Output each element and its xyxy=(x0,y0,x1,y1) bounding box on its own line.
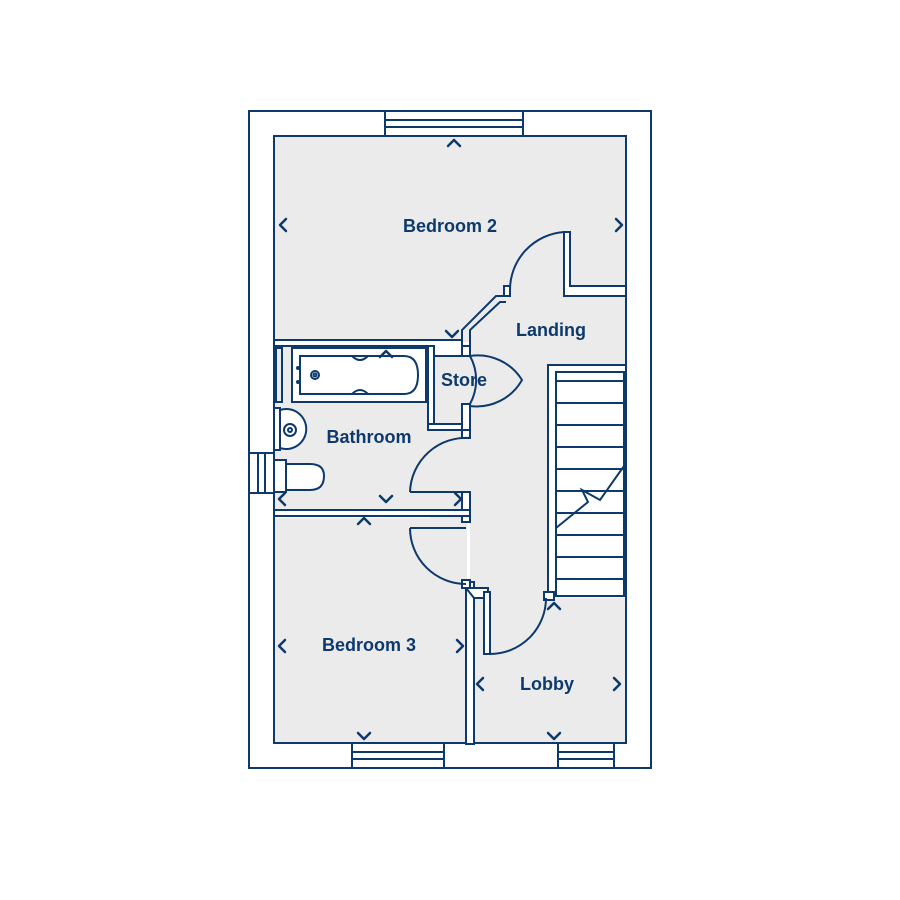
window-icon xyxy=(384,110,524,137)
room-label-landing: Landing xyxy=(516,320,586,340)
window-icon xyxy=(248,452,275,494)
staircase-icon xyxy=(555,371,625,597)
room-label-store: Store xyxy=(441,370,487,390)
chevron-icon xyxy=(277,491,287,507)
door-swing-icon xyxy=(469,354,524,408)
room-label-lobby: Lobby xyxy=(520,674,574,694)
dimension-markers xyxy=(277,138,624,741)
chevron-icon xyxy=(612,676,622,692)
door-swing-icon xyxy=(409,527,467,585)
window-icon xyxy=(351,742,445,769)
lobby-floor xyxy=(474,598,625,743)
room-label-bathroom: Bathroom xyxy=(327,427,412,447)
chevron-icon xyxy=(378,349,394,359)
chevron-icon xyxy=(277,638,287,654)
wash-basin-icon xyxy=(273,407,308,451)
chevron-icon xyxy=(278,217,288,233)
chevron-icon xyxy=(444,329,460,339)
toilet-icon xyxy=(273,459,326,493)
door-swing-icon xyxy=(489,597,547,655)
chevron-icon xyxy=(378,494,394,504)
chevron-icon xyxy=(546,601,562,611)
chevron-icon xyxy=(614,217,624,233)
room-label-bedroom-3: Bedroom 3 xyxy=(322,635,416,655)
chevron-icon xyxy=(446,138,462,148)
bathtub-icon xyxy=(275,347,427,403)
chevron-icon xyxy=(546,731,562,741)
chevron-icon xyxy=(356,731,372,741)
door-swing-icon xyxy=(409,436,471,493)
bedroom3-floor xyxy=(275,518,467,743)
landing-floor xyxy=(430,292,625,600)
chevron-icon xyxy=(356,516,372,526)
room-label-bedroom-2: Bedroom 2 xyxy=(403,216,497,236)
window-icon xyxy=(557,742,615,769)
chevron-icon xyxy=(475,676,485,692)
chevron-icon xyxy=(455,638,465,654)
chevron-icon xyxy=(453,491,463,507)
door-swing-icon xyxy=(508,231,565,291)
